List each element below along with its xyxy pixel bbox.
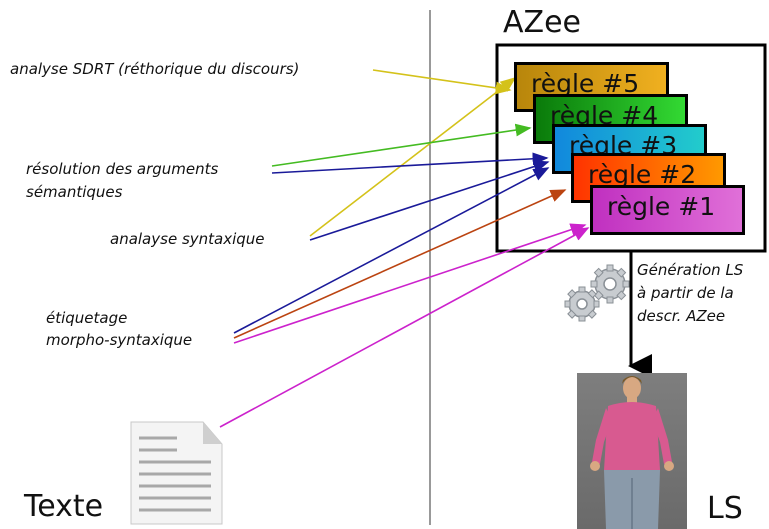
arrow-sdrt [372,69,512,95]
arrow-resolution-green [271,123,532,167]
arrow-tagging-blue [233,167,550,334]
avatar-image [577,373,687,529]
label-tagging-2: morpho-syntaxique [46,331,193,349]
label-generation-2: à partir de la [637,284,734,302]
arrow-syntax-yellow [309,77,517,237]
arrow-syntax-blue [309,160,550,241]
title-ls: LS [707,491,743,526]
document-icon [130,421,223,525]
arrow-tagging-magenta [233,223,587,344]
label-syntax: analayse syntaxique [110,230,265,248]
arrow-resolution-blue [271,152,549,174]
title-azee: AZee [503,5,581,40]
label-resolution-1: résolution des arguments [26,160,219,178]
rule-1: règle #1 [590,185,745,235]
label-resolution-2: sémantiques [26,183,123,201]
label-generation-3: descr. AZee [637,307,726,325]
azee-box [495,43,767,253]
label-tagging-1: étiquetage [46,309,128,327]
title-texte: Texte [24,489,104,524]
arrow-texte-magenta [219,227,590,428]
gears-icon [564,264,630,322]
label-sdrt: analyse SDRT (réthorique du discours) [10,60,300,78]
label-generation-1: Génération LS [637,261,744,279]
arrow-tagging-orange [233,189,567,339]
